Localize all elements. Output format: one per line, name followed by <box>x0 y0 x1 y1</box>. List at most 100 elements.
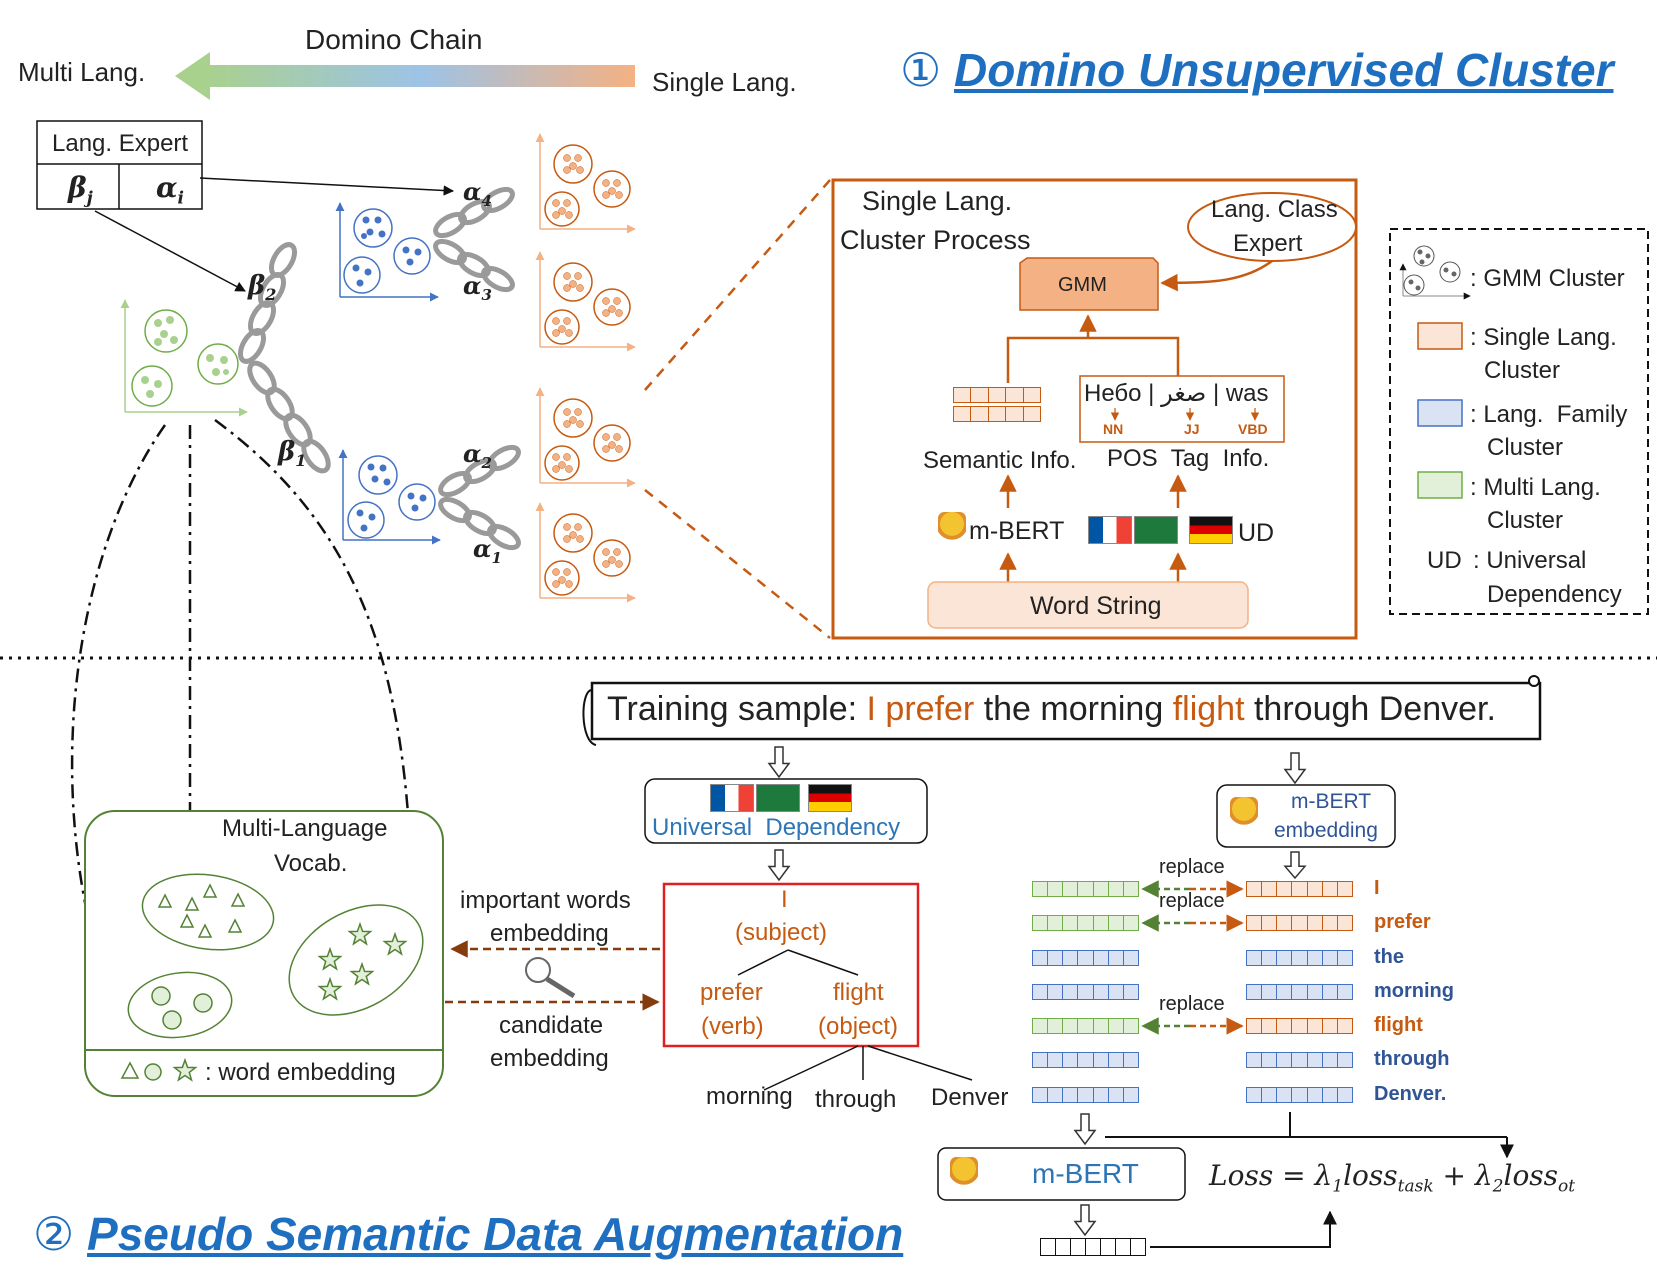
token-label-1: I <box>1374 877 1380 899</box>
flag-germany-icon <box>1189 516 1233 544</box>
chain-beta2 <box>237 242 298 364</box>
augmented-vector-3 <box>1032 950 1139 966</box>
scroll-curl-right <box>1528 675 1540 687</box>
mbert-avatar-icon <box>938 512 966 546</box>
process-title-2: Cluster Process <box>840 225 1031 255</box>
plot-family-top <box>335 202 439 302</box>
important-words-label-2: embedding <box>490 920 609 947</box>
ud-flag-germany-icon <box>808 784 852 812</box>
process-title-1: Single Lang. <box>862 186 1013 216</box>
candidate-label-2: embedding <box>490 1045 609 1072</box>
legend-gmm-text: : GMM Cluster <box>1470 265 1625 292</box>
expert-text-2: Expert <box>1233 230 1303 257</box>
legend-family-2: Cluster <box>1487 434 1564 461</box>
chain-alpha3 <box>433 238 515 293</box>
plot-single-lang-4 <box>535 502 636 603</box>
plot-family-bottom <box>338 449 441 545</box>
expert-table <box>36 120 203 210</box>
augmented-vector-4 <box>1032 984 1139 1000</box>
tag-nn: NN <box>1103 421 1124 437</box>
expert-alpha-arrow <box>199 177 455 196</box>
ud-flag-france-icon <box>710 784 754 812</box>
scroll-curl-left <box>582 689 597 746</box>
mbert-box-avatar-icon <box>950 1157 978 1191</box>
legend-gmm-icon <box>1399 245 1471 300</box>
mbert-vector-5 <box>1246 1018 1353 1034</box>
tree-edges <box>737 949 973 1091</box>
replace-arrows <box>1141 880 1244 1035</box>
expert-alpha: αi <box>156 171 185 209</box>
mbert-box <box>937 1147 1186 1201</box>
legend-ud-2: Dependency <box>1487 581 1622 608</box>
token-label-3: the <box>1374 946 1404 968</box>
tag-vbd: VBD <box>1238 421 1268 437</box>
ud-flag-saudi-icon <box>756 784 800 812</box>
tree-right-role: (object) <box>818 1013 899 1040</box>
mbert-vector-2 <box>1246 915 1353 931</box>
vocab-circle-cluster <box>127 971 233 1039</box>
token-label-5: flight <box>1374 1014 1423 1036</box>
token-label-6: through <box>1374 1048 1450 1070</box>
augmented-vector-6 <box>1032 1052 1139 1068</box>
dependency-tree-box <box>662 882 920 1048</box>
training-sample-box <box>590 681 1542 741</box>
chain-alpha4 <box>433 186 515 239</box>
legend-family-1: : Lang. Family <box>1470 401 1628 428</box>
token-label-7: Denver. <box>1374 1083 1447 1105</box>
pos-tag-info-label: POS Tag Info. <box>1107 445 1270 472</box>
gmm-box <box>1019 257 1159 311</box>
multi-lang-label: Multi Lang. <box>18 57 146 87</box>
tree-leaf-through: through <box>815 1086 897 1113</box>
tree-leaf-morning: morning <box>706 1083 793 1110</box>
legend-family-swatch <box>1417 399 1463 427</box>
expert-to-gmm-arrow <box>1160 259 1273 292</box>
plot-single-lang-2 <box>535 251 636 352</box>
single-lang-label: Single Lang. <box>652 67 797 97</box>
plot-single-lang-1 <box>535 133 636 234</box>
mbert-embedding-avatar-icon <box>1230 797 1258 831</box>
loss-formula: Loss = λ1losstask + λ2lossot <box>1209 1159 1576 1197</box>
mbert-embedding-box <box>1216 784 1396 848</box>
process-connectors <box>999 314 1187 582</box>
token-label-4: morning <box>1374 980 1454 1002</box>
section2-number: ② <box>33 1208 75 1260</box>
vocab-star-cluster <box>288 904 424 1016</box>
tree-leaf-denver: Denver <box>931 1084 1009 1111</box>
pos-words-box <box>1079 375 1285 443</box>
hollow-down-arrows <box>767 746 1307 1237</box>
section2-title-text: Pseudo Semantic Data Augmentation <box>87 1208 904 1260</box>
candidate-label-1: candidate <box>499 1012 604 1039</box>
gmm-label: GMM <box>1058 274 1107 296</box>
mbert-vector-4 <box>1246 984 1353 1000</box>
domino-chain-arrow <box>175 52 635 100</box>
semantic-info-label: Semantic Info. <box>923 447 1077 474</box>
legend-single-2: Cluster <box>1484 357 1561 384</box>
tree-right: flight <box>833 979 884 1006</box>
augmented-vector-7 <box>1032 1087 1139 1103</box>
flag-france-icon <box>1088 516 1132 544</box>
vocab-title-2: Vocab. <box>274 850 348 877</box>
tag-jj: JJ <box>1184 421 1200 437</box>
tree-left: prefer <box>700 979 763 1006</box>
mbert-embedding-label-1: m-BERT <box>1291 790 1372 813</box>
flag-saudi-icon <box>1134 516 1178 544</box>
word-string-label: Word String <box>1030 592 1162 620</box>
plot-multi-lang <box>120 299 248 417</box>
zoom-line-bottom <box>644 489 831 639</box>
vocab-title-1: Multi-Language <box>222 815 388 842</box>
section2-title: ② Pseudo Semantic Data Augmentation <box>33 1208 903 1261</box>
pos-words: Небо | صغر | was <box>1084 380 1269 407</box>
chain-alpha2 <box>438 444 521 498</box>
word-string-box <box>927 581 1249 629</box>
vocab-triangle-cluster <box>141 873 275 951</box>
expert-text-1: Lang. Class <box>1211 196 1338 223</box>
mbert-vector-1 <box>1246 881 1353 897</box>
plot-single-lang-3 <box>535 387 636 488</box>
replace-label-1: replace <box>1159 856 1225 878</box>
chain-links <box>237 186 521 551</box>
expert-beta-arrow <box>94 210 246 292</box>
chain-label-alpha2: α2 <box>463 439 492 472</box>
important-words-label-1: important words <box>460 887 631 914</box>
mbert-embedding-label-2: embedding <box>1274 819 1378 842</box>
plots-single-lang <box>535 133 636 603</box>
